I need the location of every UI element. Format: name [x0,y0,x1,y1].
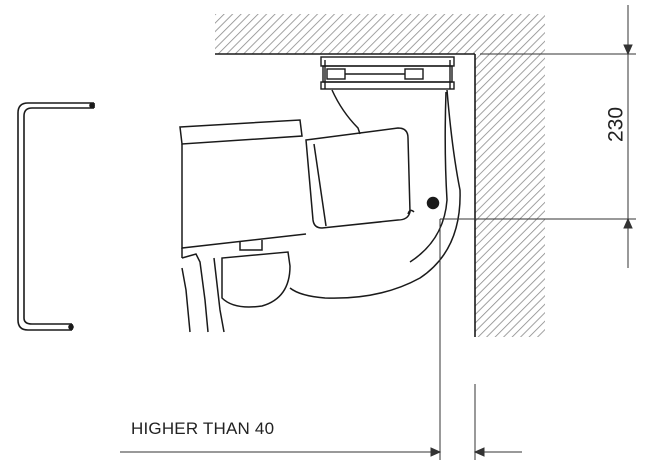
wall [474,54,545,337]
dimension-vertical [440,5,636,268]
dimension-label-vertical: 230 [604,106,628,143]
awning-cassette [289,89,461,299]
mounting-bracket [320,56,455,90]
ceiling [215,14,545,55]
roller-body [179,119,307,333]
dimension-label-horizontal: HIGHER THAN 40 [131,419,275,438]
dimension-horizontal [120,219,522,460]
drive-unit [305,127,411,229]
side-bracket [17,102,95,331]
